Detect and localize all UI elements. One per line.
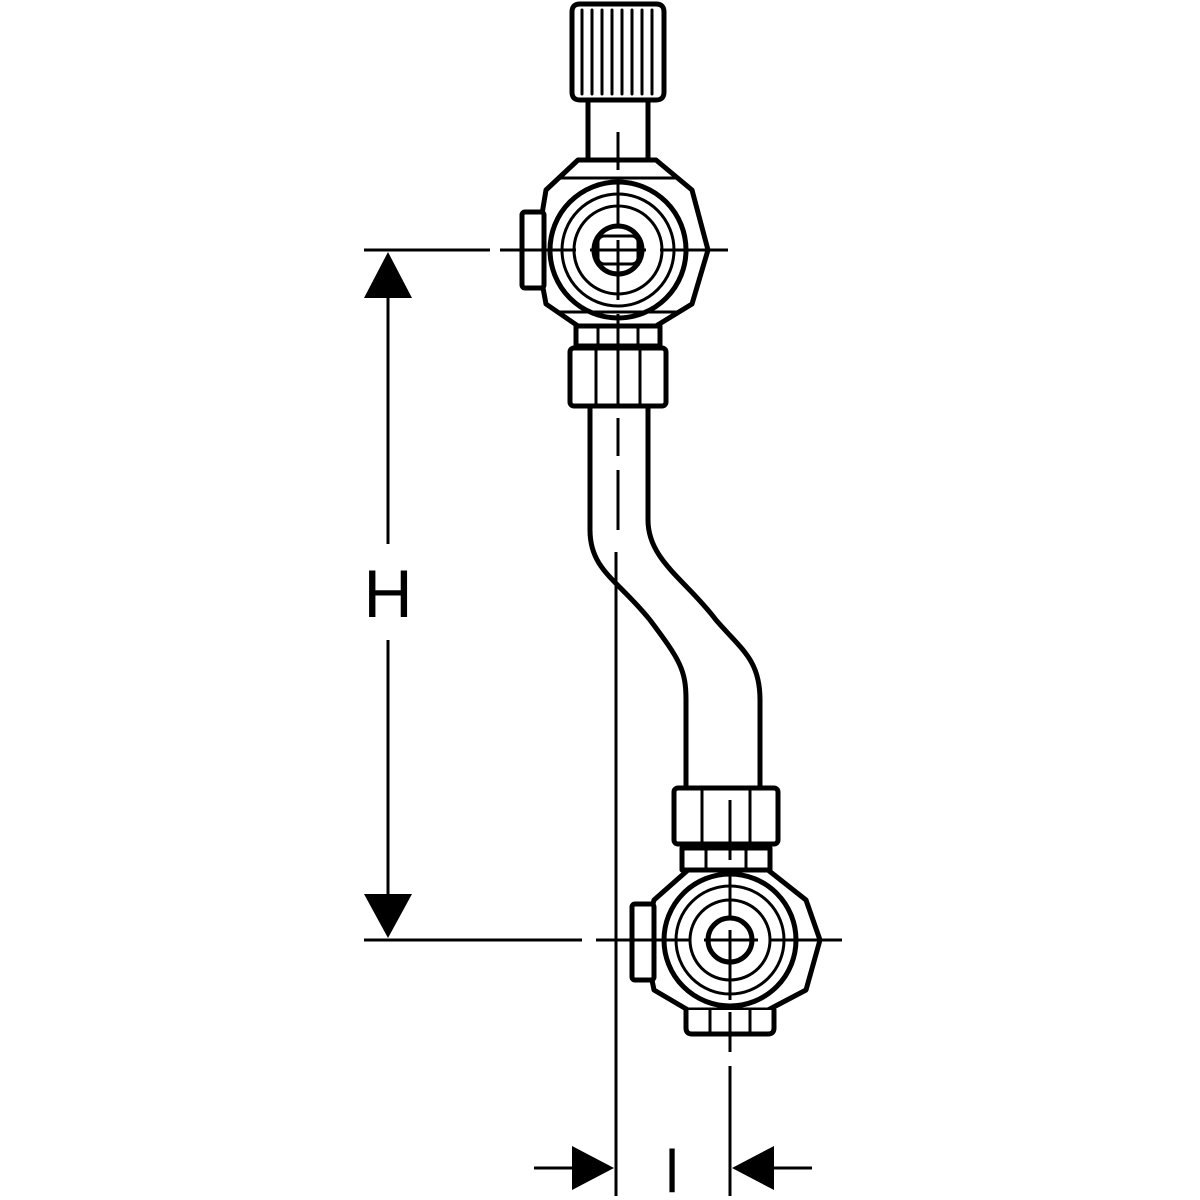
bottom-coupling-nut [671, 785, 781, 873]
extension-lines [364, 248, 732, 1196]
offset-dimension-label: l [665, 1138, 678, 1200]
offset-arrow-left [572, 1146, 614, 1190]
top-valve-body [519, 157, 711, 329]
handwheel [569, 1, 667, 103]
top-valve [519, 1, 711, 409]
centerlines [500, 132, 842, 1052]
height-arrow-top [364, 252, 412, 298]
height-dimension-label: H [363, 556, 412, 632]
offset-arrow-right [732, 1146, 774, 1190]
bottom-valve [629, 785, 823, 1037]
offset-pipe [587, 403, 763, 793]
height-arrow-bottom [364, 894, 412, 938]
bottom-valve-body [629, 867, 823, 1037]
